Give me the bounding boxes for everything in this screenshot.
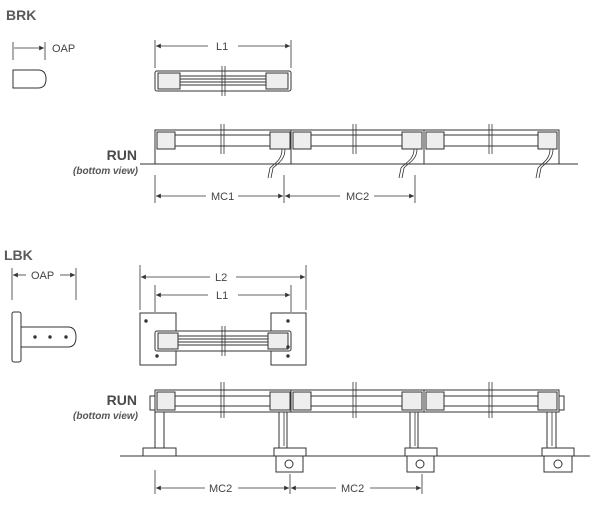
lbk-mc-dimensions [154, 470, 423, 494]
brk-mc-dimensions [154, 175, 416, 203]
lbk-run-label: RUN [106, 392, 137, 408]
brk-section-title: BRK [6, 7, 37, 23]
lbk-bracket-profile [11, 311, 77, 363]
lbk-mc2-label-1: MC2 [209, 483, 232, 495]
brk-oap-label: OAP [52, 43, 75, 55]
lbk-fixture-single [139, 312, 307, 366]
lbk-mc2-label-2: MC2 [341, 483, 364, 495]
lbk-oap-dimension [11, 268, 77, 300]
brk-fixture-single [154, 66, 292, 96]
brk-mc2-label: MC2 [346, 191, 369, 203]
brk-run-label: RUN [106, 147, 137, 163]
lbk-l-dimensions [139, 265, 307, 312]
brk-l1-label: L1 [216, 41, 228, 53]
brk-run-assembly [140, 124, 578, 179]
brk-mc1-label: MC1 [211, 191, 234, 203]
lbk-run-sublabel: (bottom view) [73, 411, 138, 422]
brk-end-cap-profile [12, 69, 47, 89]
lbk-l2-label: L2 [215, 272, 227, 284]
lbk-section-title: LBK [4, 247, 33, 263]
brk-oap-dimension [12, 42, 46, 60]
lbk-run-assembly [120, 382, 590, 473]
brk-l1-dimension [154, 40, 292, 68]
lbk-l1-label: L1 [216, 290, 228, 302]
brk-run-sublabel: (bottom view) [73, 166, 138, 177]
lbk-oap-label: OAP [31, 270, 54, 282]
